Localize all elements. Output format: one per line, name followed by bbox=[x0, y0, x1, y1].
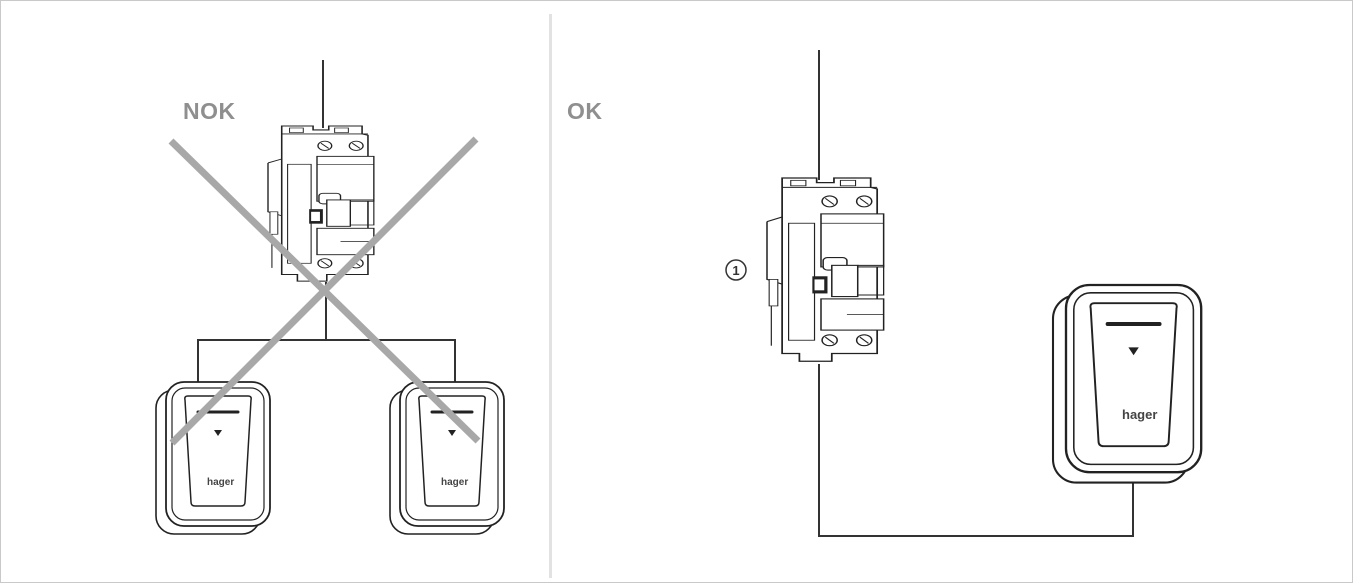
nok-status-label: NOK bbox=[183, 98, 236, 124]
right-charging-station bbox=[1051, 283, 1204, 485]
left-charging-station-2 bbox=[388, 380, 506, 536]
left-charger-1-brand: hager bbox=[207, 477, 234, 488]
right-charger-brand: hager bbox=[1122, 407, 1157, 422]
nok-cross-mark bbox=[168, 136, 481, 446]
callout-number: 1 bbox=[732, 263, 739, 278]
left-charger-2-brand: hager bbox=[441, 477, 468, 488]
right-wiring bbox=[818, 364, 1134, 537]
right-circuit-breaker bbox=[766, 177, 885, 363]
left-split-wiring bbox=[197, 282, 456, 388]
callout-badge: 1 bbox=[725, 259, 747, 281]
panel-divider bbox=[549, 14, 552, 578]
ok-status-label: OK bbox=[567, 98, 603, 124]
